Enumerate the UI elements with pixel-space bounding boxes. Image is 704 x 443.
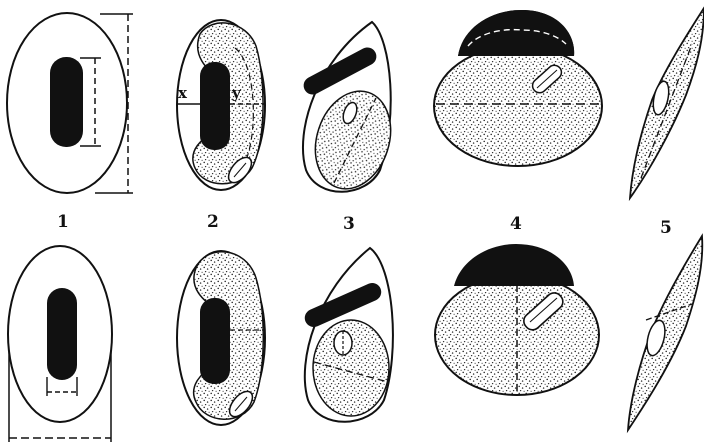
cell-5-top [630, 8, 704, 198]
cell-4-bottom [435, 244, 599, 395]
cell-4-top-body [434, 46, 602, 166]
cell-2-bottom-nucleus [200, 298, 230, 384]
panel-number-4: 4 [510, 214, 522, 234]
cell-2-bottom [177, 251, 265, 425]
cell-3-top [300, 22, 402, 199]
label-x: x [178, 84, 188, 102]
cell-4-top [434, 10, 602, 166]
cell-1-top [7, 13, 133, 193]
cell-2-top: x y [177, 20, 265, 190]
cell-3-bottom [302, 248, 393, 422]
panel-number-5: 5 [660, 218, 672, 238]
cell-1-top-nucleus [50, 57, 83, 147]
cell-5-bottom [628, 236, 702, 430]
cell-2-top-nucleus [200, 62, 230, 150]
cell-3-bottom-cytoplasm [313, 320, 389, 416]
cell-1-bottom [8, 246, 112, 442]
cell-4-bottom-cap [454, 244, 574, 286]
panel-number-3: 3 [343, 214, 355, 234]
cell-1-bottom-nucleus [47, 288, 77, 380]
label-y: y [231, 84, 242, 102]
panel-number-2: 2 [207, 212, 219, 232]
panel-number-1: 1 [57, 212, 69, 232]
